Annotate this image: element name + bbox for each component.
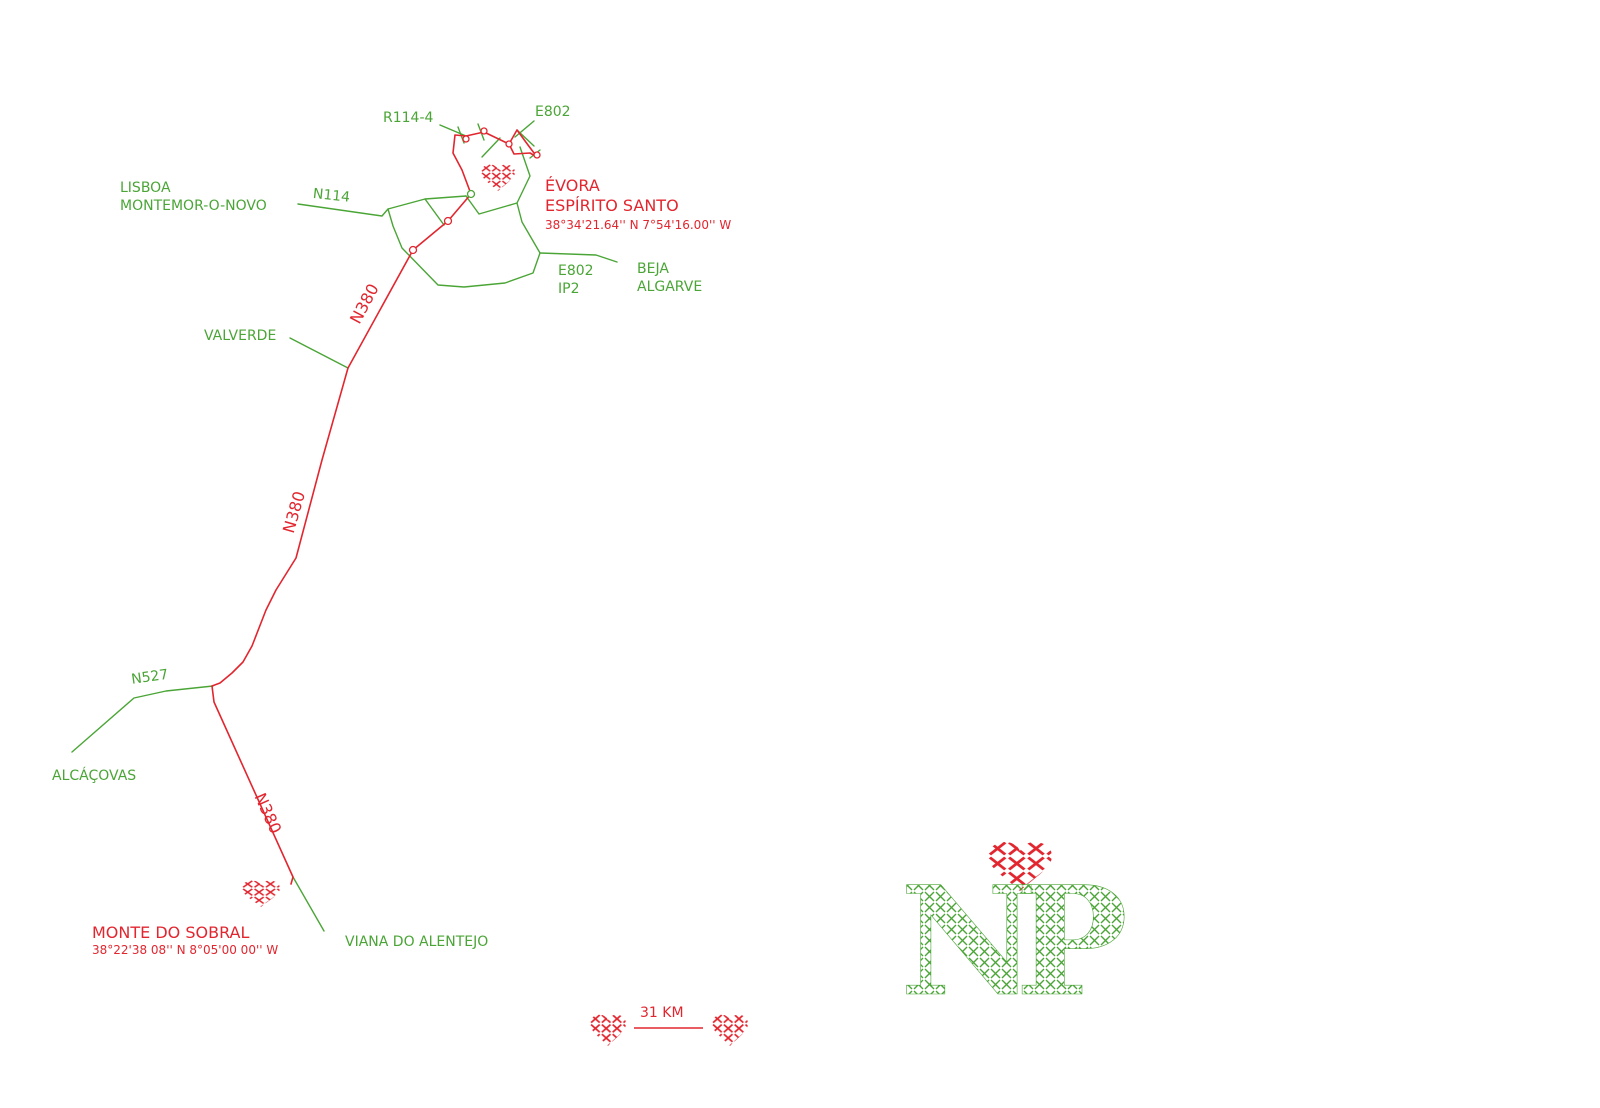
junction-circle	[533, 151, 541, 159]
label-e802-top: E802	[535, 104, 571, 120]
route-segment-upper	[211, 249, 414, 687]
label-algarve: ALGARVE	[637, 279, 703, 295]
label-r114-4: R114-4	[383, 110, 434, 126]
heart-icon-evora	[481, 164, 515, 191]
main-route-n380	[211, 129, 538, 885]
np-logo: NP	[900, 854, 1148, 1031]
label-montemor: MONTEMOR-O-NOVO	[120, 198, 267, 214]
label-lisboa: LISBOA	[120, 180, 171, 196]
road-spur-3	[481, 137, 501, 158]
label-ip2: IP2	[558, 281, 580, 297]
secondary-roads	[71, 120, 618, 932]
origin-coords: 38°22'38 08'' N 8°05'00 00'' W	[92, 943, 279, 957]
destination-coords: 38°34'21.64'' N 7°54'16.00'' W	[545, 218, 732, 232]
label-e802: E802	[558, 263, 594, 279]
origin-name: MONTE DO SOBRAL	[92, 923, 250, 942]
junction-circle	[466, 189, 476, 199]
route-evora-inner	[508, 129, 538, 158]
logo-letters: NP	[900, 854, 1125, 1030]
heart-icon-scale-right	[712, 1014, 748, 1046]
route-segment-lower	[211, 685, 294, 885]
junction-circle	[462, 135, 470, 143]
label-n114: N114	[312, 185, 351, 206]
destination-name-line1: ÉVORA	[545, 176, 600, 195]
label-beja: BEJA	[637, 261, 669, 277]
junctions	[408, 127, 541, 255]
heart-icon-monte	[242, 880, 280, 907]
road-r114-4	[439, 124, 467, 137]
heart-icon-scale-left	[590, 1014, 626, 1046]
label-viana: VIANA DO ALENTEJO	[345, 934, 489, 950]
junction-circle	[408, 245, 418, 255]
road-n527	[71, 685, 214, 753]
road-viana	[292, 876, 325, 932]
road-e802-top	[514, 120, 535, 138]
road-ip2	[539, 252, 618, 263]
route-evora-loop	[452, 131, 538, 195]
junction-circle	[443, 216, 453, 226]
road-ring-north	[465, 195, 541, 254]
road-east	[516, 146, 531, 204]
road-ring-west	[387, 208, 541, 288]
scale-label: 31 KM	[640, 1005, 684, 1021]
junction-circle	[480, 127, 488, 135]
destination-name-line2: ESPÍRITO SANTO	[545, 196, 679, 215]
label-alcacovas: ALCÁÇOVAS	[52, 768, 137, 784]
junction-circle	[505, 140, 513, 148]
label-valverde: VALVERDE	[204, 328, 277, 344]
road-ring-link	[424, 198, 445, 226]
road-valverde	[289, 337, 349, 369]
